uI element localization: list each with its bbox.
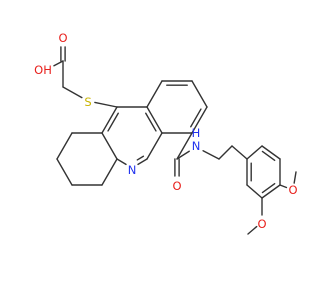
bond-pyr-n-c4a: [116, 158, 127, 166]
bond-pyr-c4a-c9a: [101, 132, 118, 160]
bond-ph-ring-4: [261, 145, 281, 160]
atom-methoxy-o-lower-label: O: [257, 217, 266, 231]
bond-cy-1-2: [56, 132, 73, 160]
atom-ring-nitrogen-label: N: [128, 163, 137, 177]
bond-ch2-ch2: [218, 145, 233, 160]
bond-ch2-aryl: [231, 145, 248, 160]
bond-pyr-c8a-c10a: [146, 132, 163, 160]
bond-bz4-amide-c: [176, 132, 193, 160]
bond-pyr-c8b-c8a: [146, 106, 163, 134]
bond-n-ch2: [202, 150, 220, 160]
bond-ch2-s: [62, 86, 83, 99]
bond-cy-4-c4a: [101, 158, 118, 186]
bond-aryl-o-upper: [279, 184, 288, 189]
bond-oh-carboxyl-c: [53, 60, 64, 67]
atom-sulfur-label: S: [84, 95, 91, 109]
bond-ph-inner-c: [261, 150, 276, 162]
bond-amide-c-n: [176, 150, 190, 160]
bonds: [53, 46, 297, 235]
bond-ph-ring-1: [246, 184, 263, 199]
bond-cy-2-3: [56, 158, 73, 186]
bond-s-c9: [94, 101, 118, 108]
atom-amide-o-label: O: [172, 179, 181, 193]
bond-o-methyl-lower: [247, 225, 258, 235]
atom-oh-label: OH: [34, 63, 52, 77]
bond-ph-ring-2: [261, 184, 281, 199]
bond-ph-inner-b: [261, 182, 276, 194]
bond-pyr-c9a-c9: [101, 106, 118, 134]
atom-carboxyl-o-label: O: [58, 31, 67, 45]
atom-amide-h-label: H: [192, 126, 201, 140]
bond-ph-ring-5: [246, 145, 263, 160]
bond-o-methyl-upper: [293, 171, 297, 184]
bond-pyr-inner-c10a-n: [136, 155, 145, 161]
bond-pyr-c10a-n: [137, 158, 148, 166]
bond-bz-inner-3-4: [190, 108, 202, 128]
bond-pyr-inner-c9a-c9: [107, 112, 119, 132]
bond-bz-c8b-1: [146, 80, 163, 108]
atom-methoxy-o-upper-label: O: [288, 183, 297, 197]
bond-bz-3-4: [191, 106, 208, 134]
atom-amide-n-label: N: [192, 139, 201, 153]
bond-bz-2-3: [191, 80, 208, 108]
bond-pyr-inner-c8b-c8a: [145, 112, 157, 132]
